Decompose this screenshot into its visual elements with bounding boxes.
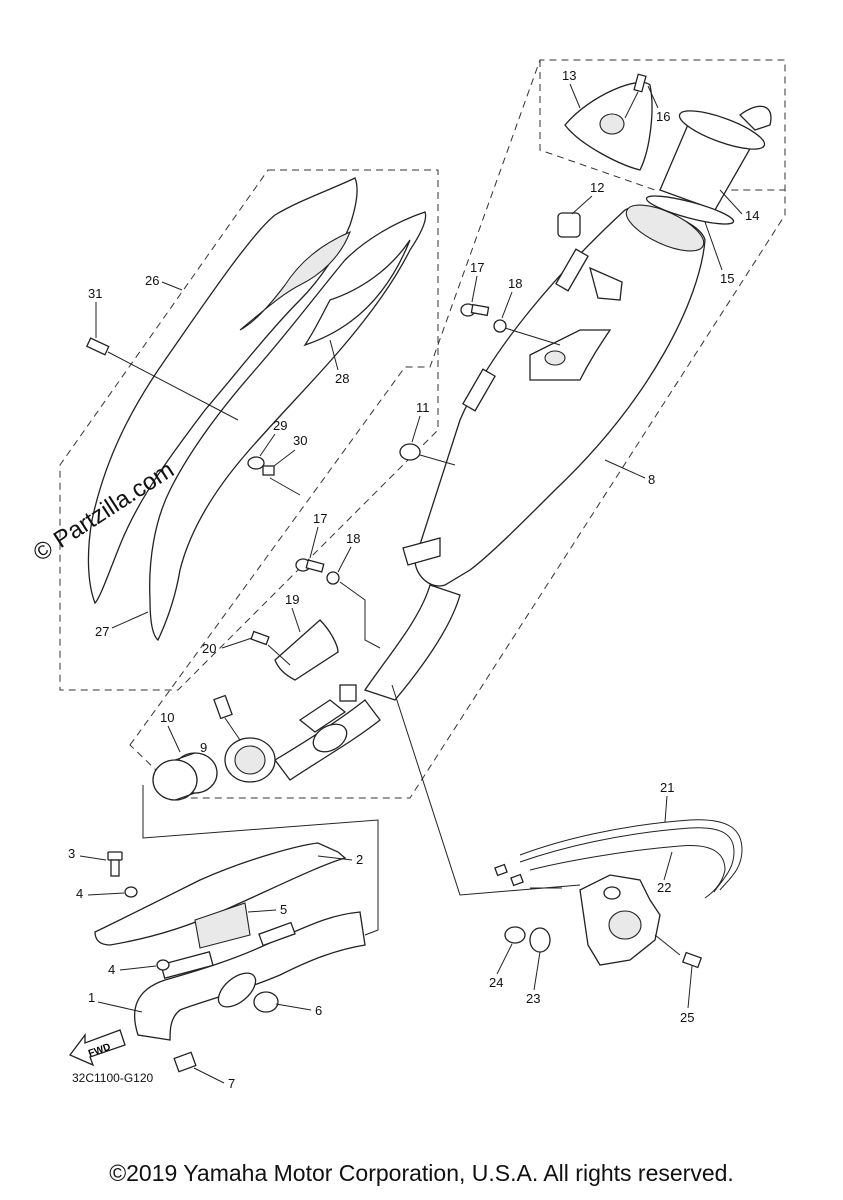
joint-flange: [312, 723, 348, 753]
callout-19: 19: [285, 592, 299, 607]
callout-30: 30: [293, 433, 307, 448]
screw-16: [624, 73, 647, 119]
bolt-25: [654, 934, 703, 969]
heat-guard-group-boundary: [59, 169, 439, 691]
callout-4b: 4: [108, 962, 115, 977]
muffler-hanger-tab: [402, 537, 441, 566]
bracket-upper: [589, 266, 623, 301]
callout-labels: 1 2 3 4 4 5 6 7 8 9 10 11 12 13 14 15 16…: [68, 68, 759, 1091]
bolt-17-upper: [460, 303, 490, 317]
grommet-11: [399, 443, 421, 461]
callout-16: 16: [656, 109, 670, 124]
valve-cap: [339, 684, 357, 702]
muffler-inlet-pipe: [363, 584, 461, 701]
pipe-flange: [217, 972, 257, 1008]
callout-31: 31: [88, 286, 102, 301]
callout-9: 9: [200, 740, 207, 755]
callout-22: 22: [657, 880, 671, 895]
copyright-footer: ©2019 Yamaha Motor Corporation, U.S.A. A…: [109, 1160, 734, 1186]
diagram-code: 32C1100-G120: [72, 1071, 153, 1085]
callout-1: 1: [88, 990, 95, 1005]
bolt-31: [85, 337, 239, 421]
pipe-bracket-upper: [258, 921, 296, 947]
callout-24: 24: [489, 975, 503, 990]
collar-24: [504, 926, 526, 944]
pipe-bracket: [160, 950, 214, 980]
callout-2: 2: [356, 852, 363, 867]
cables-21-22: [519, 819, 743, 899]
muffler-band-upper: [555, 248, 589, 292]
nut-30: [262, 465, 275, 476]
callout-8: 8: [648, 472, 655, 487]
forward-arrow-icon: FWD: [68, 1029, 126, 1067]
callout-17a: 17: [470, 260, 484, 275]
callout-18b: 18: [346, 531, 360, 546]
bracket-hole: [544, 350, 566, 366]
callout-3: 3: [68, 846, 75, 861]
callout-25: 25: [680, 1010, 694, 1025]
muffler-band-lower: [462, 368, 496, 412]
protector-pad-5: [194, 902, 251, 949]
cable-end-21: [494, 863, 508, 877]
callout-23: 23: [526, 991, 540, 1006]
callout-15: 15: [720, 271, 734, 286]
cable-end-22: [510, 873, 524, 887]
washer-4-lower: [156, 959, 170, 971]
spark-arrester-14: [659, 105, 772, 211]
grommet-23: [529, 927, 551, 953]
callout-4a: 4: [76, 886, 83, 901]
bolt-3: [107, 851, 123, 877]
callout-5: 5: [280, 902, 287, 917]
callout-27: 27: [95, 624, 109, 639]
callout-11: 11: [416, 400, 430, 415]
side-cover-27: [149, 211, 427, 642]
callout-17b: 17: [313, 511, 327, 526]
callout-13: 13: [562, 68, 576, 83]
callout-26: 26: [145, 273, 159, 288]
gasket-15: [645, 195, 735, 225]
clamp-bolt-9: [213, 694, 233, 720]
callout-28: 28: [335, 371, 349, 386]
callout-14: 14: [745, 208, 759, 223]
gasket-6: [253, 991, 279, 1013]
protector-19: [274, 619, 339, 681]
callout-7: 7: [228, 1076, 235, 1091]
side-cover-28-inner: [303, 239, 411, 347]
callout-10: 10: [160, 710, 174, 725]
callout-12: 12: [590, 180, 604, 195]
callout-18a: 18: [508, 276, 522, 291]
bolt-17-lower: [295, 558, 325, 573]
muffler-body-8: [414, 206, 706, 587]
heat-protector-2: [94, 842, 347, 946]
side-cover-cutout: [239, 230, 351, 331]
end-cap-hole: [599, 113, 625, 135]
washer-4-upper: [124, 886, 138, 898]
washer-18-upper: [493, 319, 507, 333]
callout-29: 29: [273, 418, 287, 433]
bolt-20: [250, 630, 270, 646]
muffler-bracket: [529, 329, 612, 381]
washer-18-lower: [326, 571, 340, 585]
callout-20: 20: [202, 641, 216, 656]
clip-12: [557, 212, 581, 238]
callout-21: 21: [660, 780, 674, 795]
collar-29: [247, 456, 265, 470]
side-cover-26: [87, 177, 358, 605]
nut-7: [173, 1051, 197, 1073]
valve-housing: [298, 699, 347, 733]
gasket-10: [152, 752, 218, 801]
callout-6: 6: [315, 1003, 322, 1018]
